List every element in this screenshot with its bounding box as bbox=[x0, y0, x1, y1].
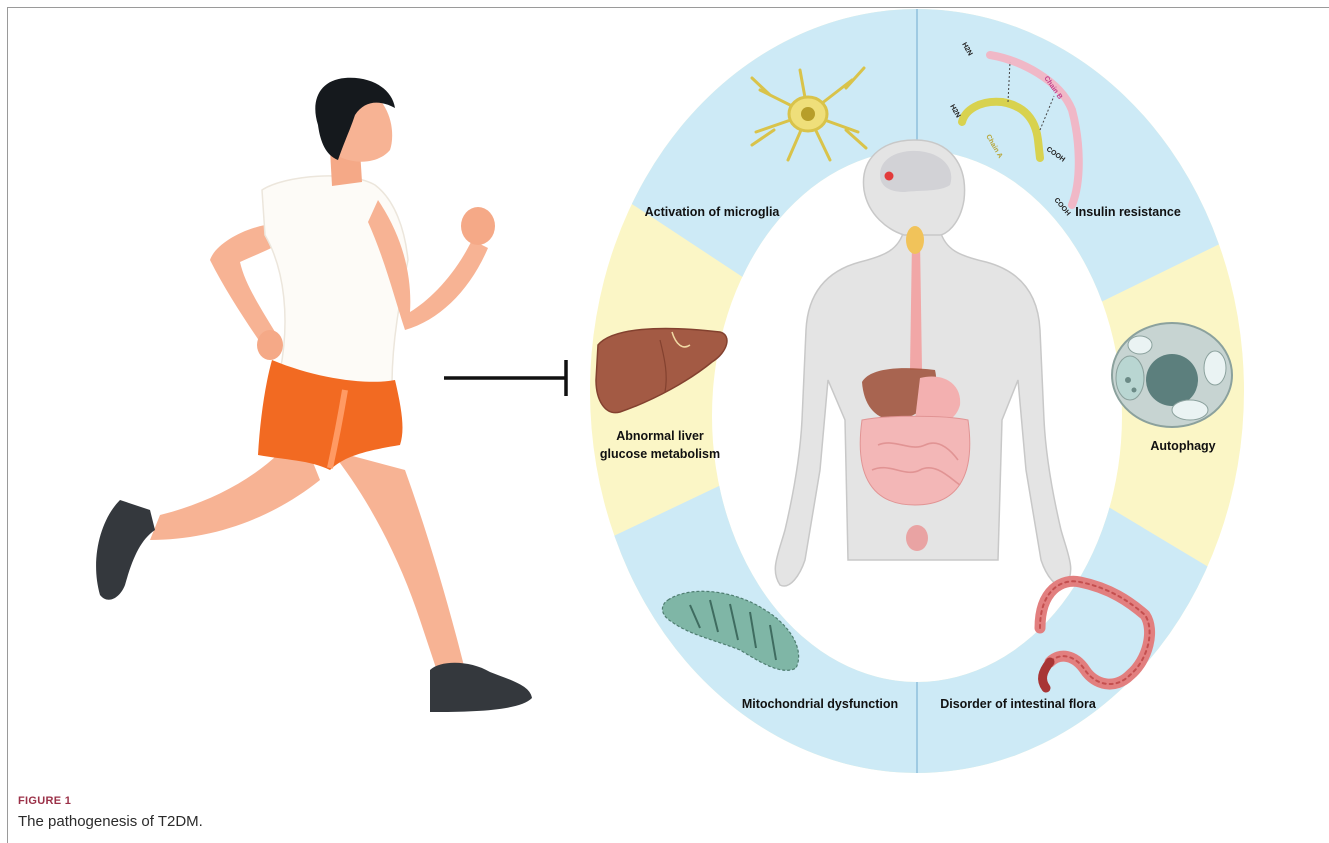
esophagus bbox=[910, 240, 922, 370]
label-mitochondrial-dysfunction: Mitochondrial dysfunction bbox=[742, 697, 898, 711]
label-abnormal-liver-line1: Abnormal liver bbox=[616, 429, 704, 443]
label-activation-of-microglia: Activation of microglia bbox=[645, 205, 781, 219]
label-abnormal-liver-line2: glucose metabolism bbox=[600, 447, 720, 461]
runner-front-fist bbox=[461, 207, 495, 245]
label-insulin-resistance: Insulin resistance bbox=[1075, 205, 1181, 219]
bladder bbox=[906, 525, 928, 551]
human-body bbox=[775, 140, 1070, 586]
runner-back-shoe bbox=[96, 500, 155, 600]
thyroid bbox=[906, 226, 924, 254]
intestines bbox=[860, 416, 970, 505]
brain-red-dot bbox=[885, 172, 894, 181]
label-autophagy: Autophagy bbox=[1150, 439, 1215, 453]
runner-shirt bbox=[262, 176, 408, 389]
label-disorder-of-intestinal-flora: Disorder of intestinal flora bbox=[940, 697, 1097, 711]
runner-back-fist bbox=[257, 330, 283, 360]
runner-front-leg bbox=[330, 450, 465, 680]
runner bbox=[96, 78, 532, 712]
runner-front-shoe bbox=[430, 663, 532, 712]
figure-caption: The pathogenesis of T2DM. bbox=[18, 813, 203, 830]
figure-label: FIGURE 1 bbox=[18, 795, 71, 807]
autophagy-cell-icon bbox=[1112, 323, 1232, 427]
inhibition-arrow bbox=[444, 360, 566, 396]
